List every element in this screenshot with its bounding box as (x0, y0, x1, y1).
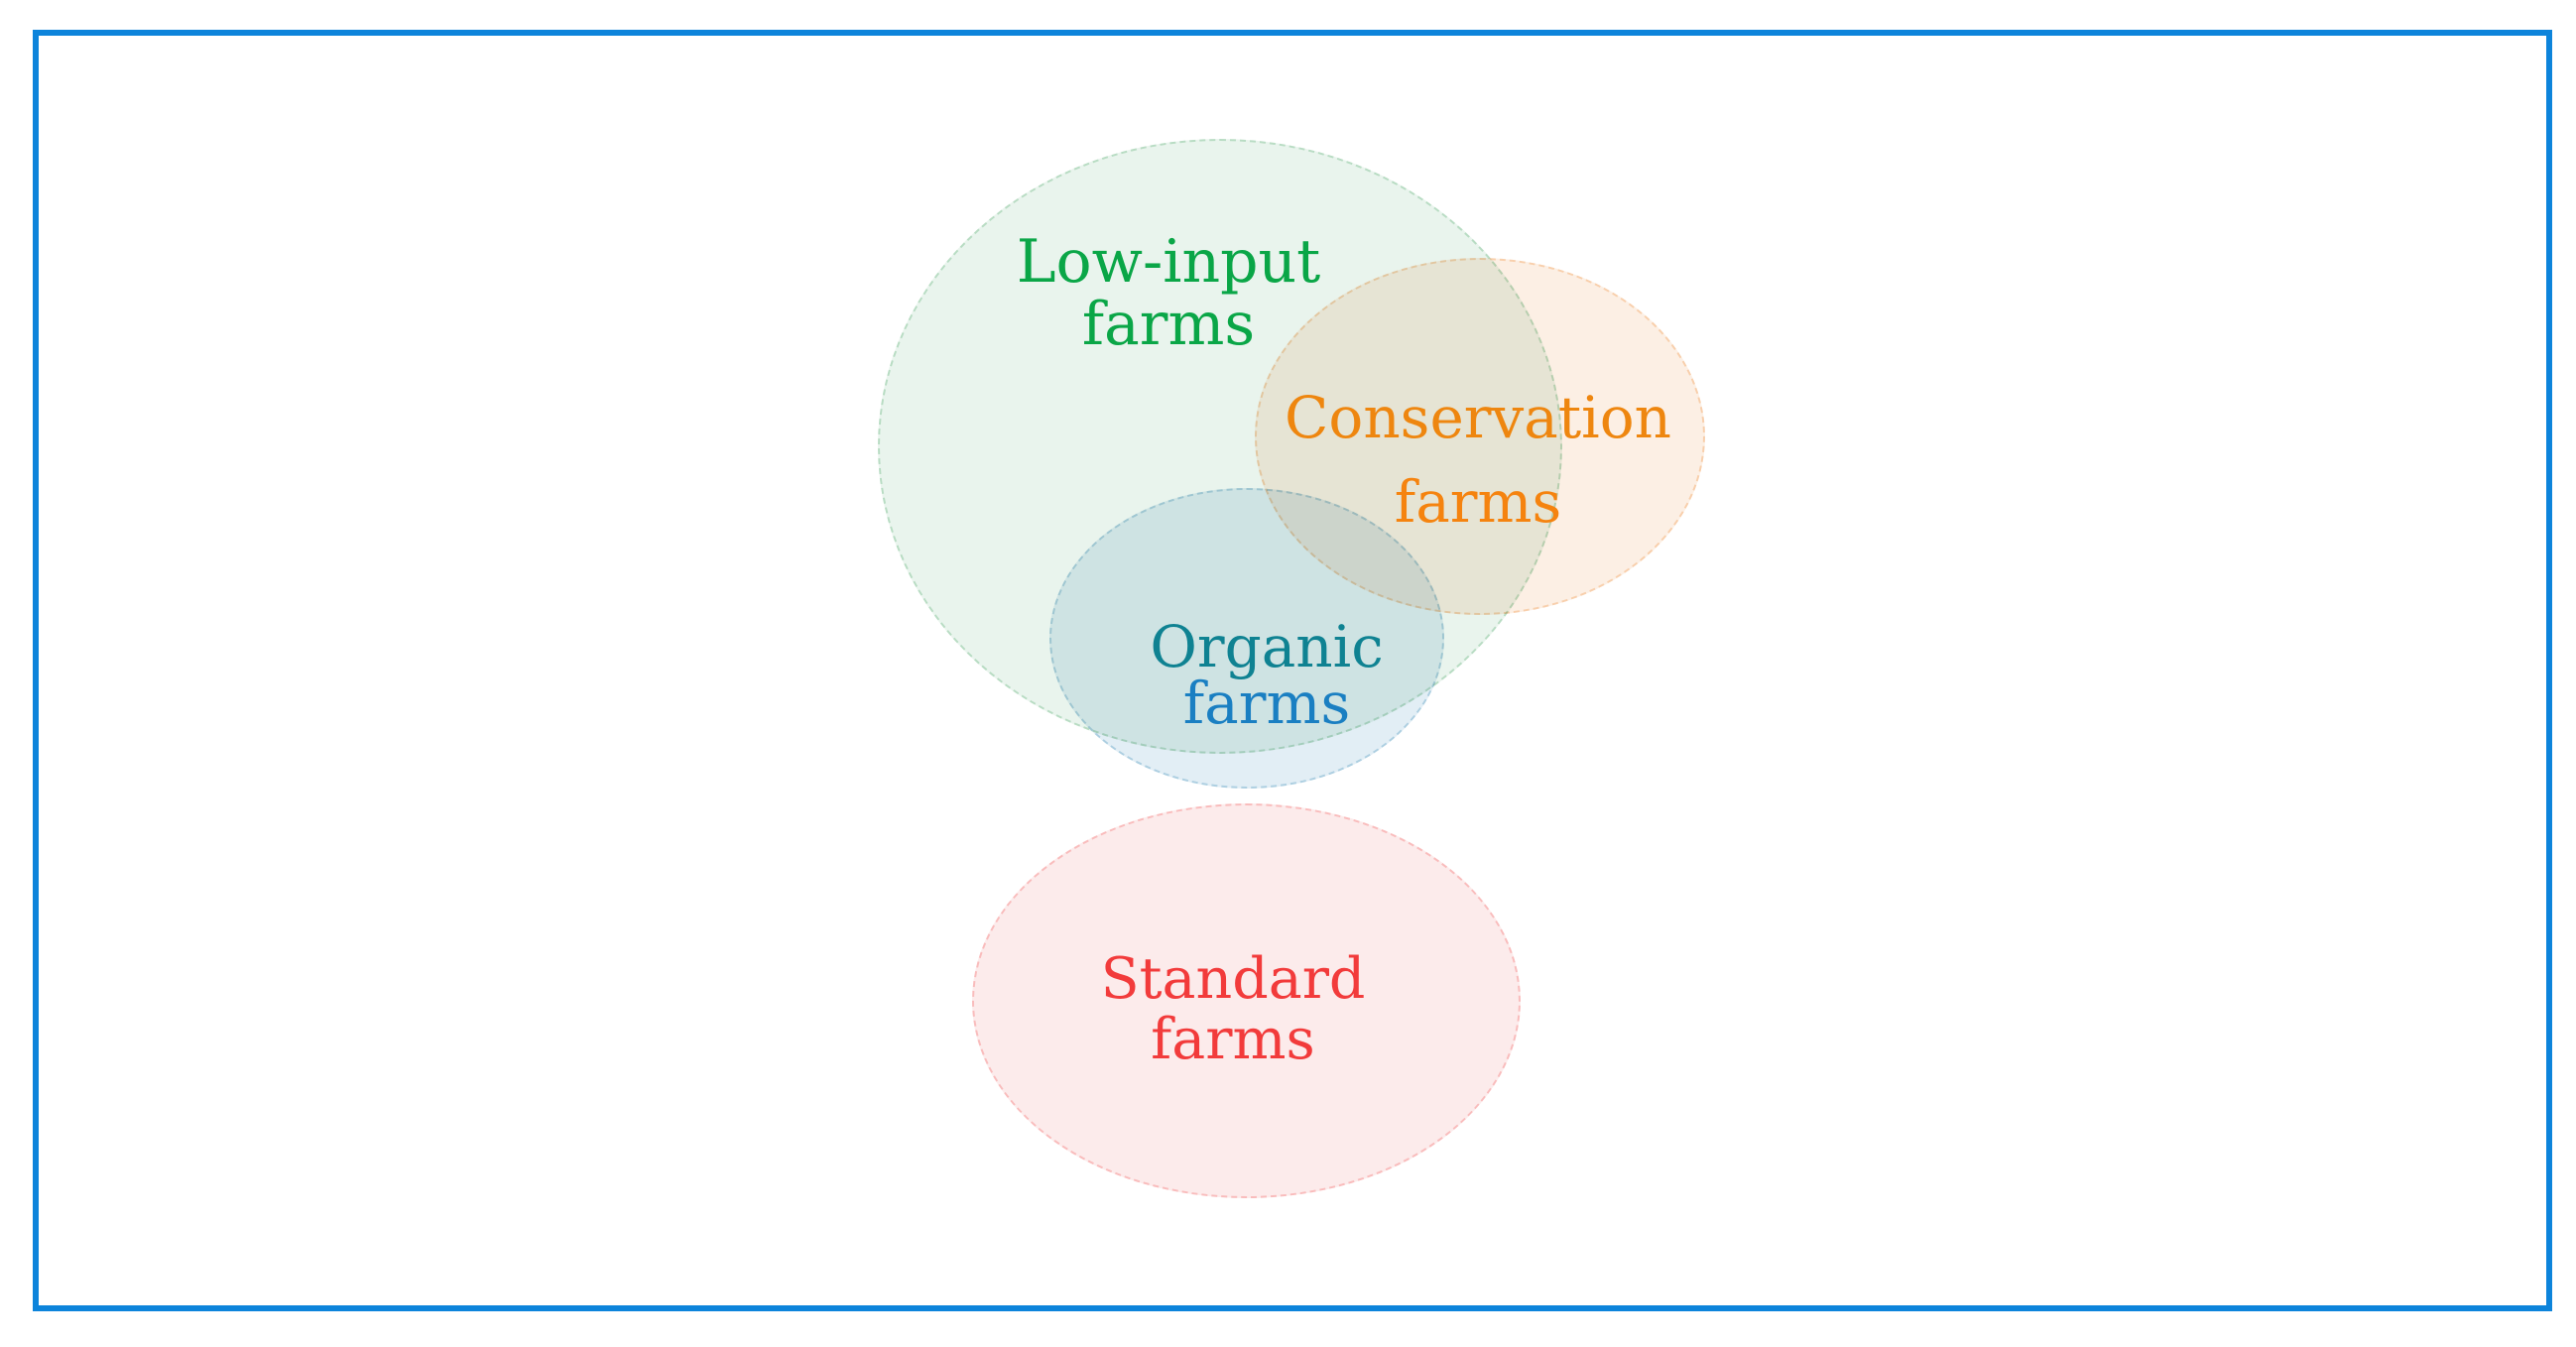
label-line: farms (1081, 290, 1256, 359)
figure-border-frame (33, 30, 2552, 1311)
label-line: farms (1182, 670, 1351, 737)
label-line: Standard (1100, 946, 1366, 1012)
label-organic-farms: Organic farms (1150, 613, 1384, 737)
label-line: farms (1151, 1007, 1315, 1072)
label-low-input-farms: Low-input farms (1017, 231, 1321, 356)
label-line: Conservation (1285, 384, 1671, 451)
label-standard-farms: Standard farms (1101, 949, 1366, 1070)
ellipse-organic-farms (1049, 488, 1444, 789)
label-line: farms (1394, 468, 1562, 536)
label-line: Low-input (1016, 227, 1321, 297)
label-line: Organic (1150, 613, 1384, 680)
ellipse-standard-farms (972, 803, 1521, 1198)
label-conservation-farms: Conservation farms (1285, 376, 1671, 545)
